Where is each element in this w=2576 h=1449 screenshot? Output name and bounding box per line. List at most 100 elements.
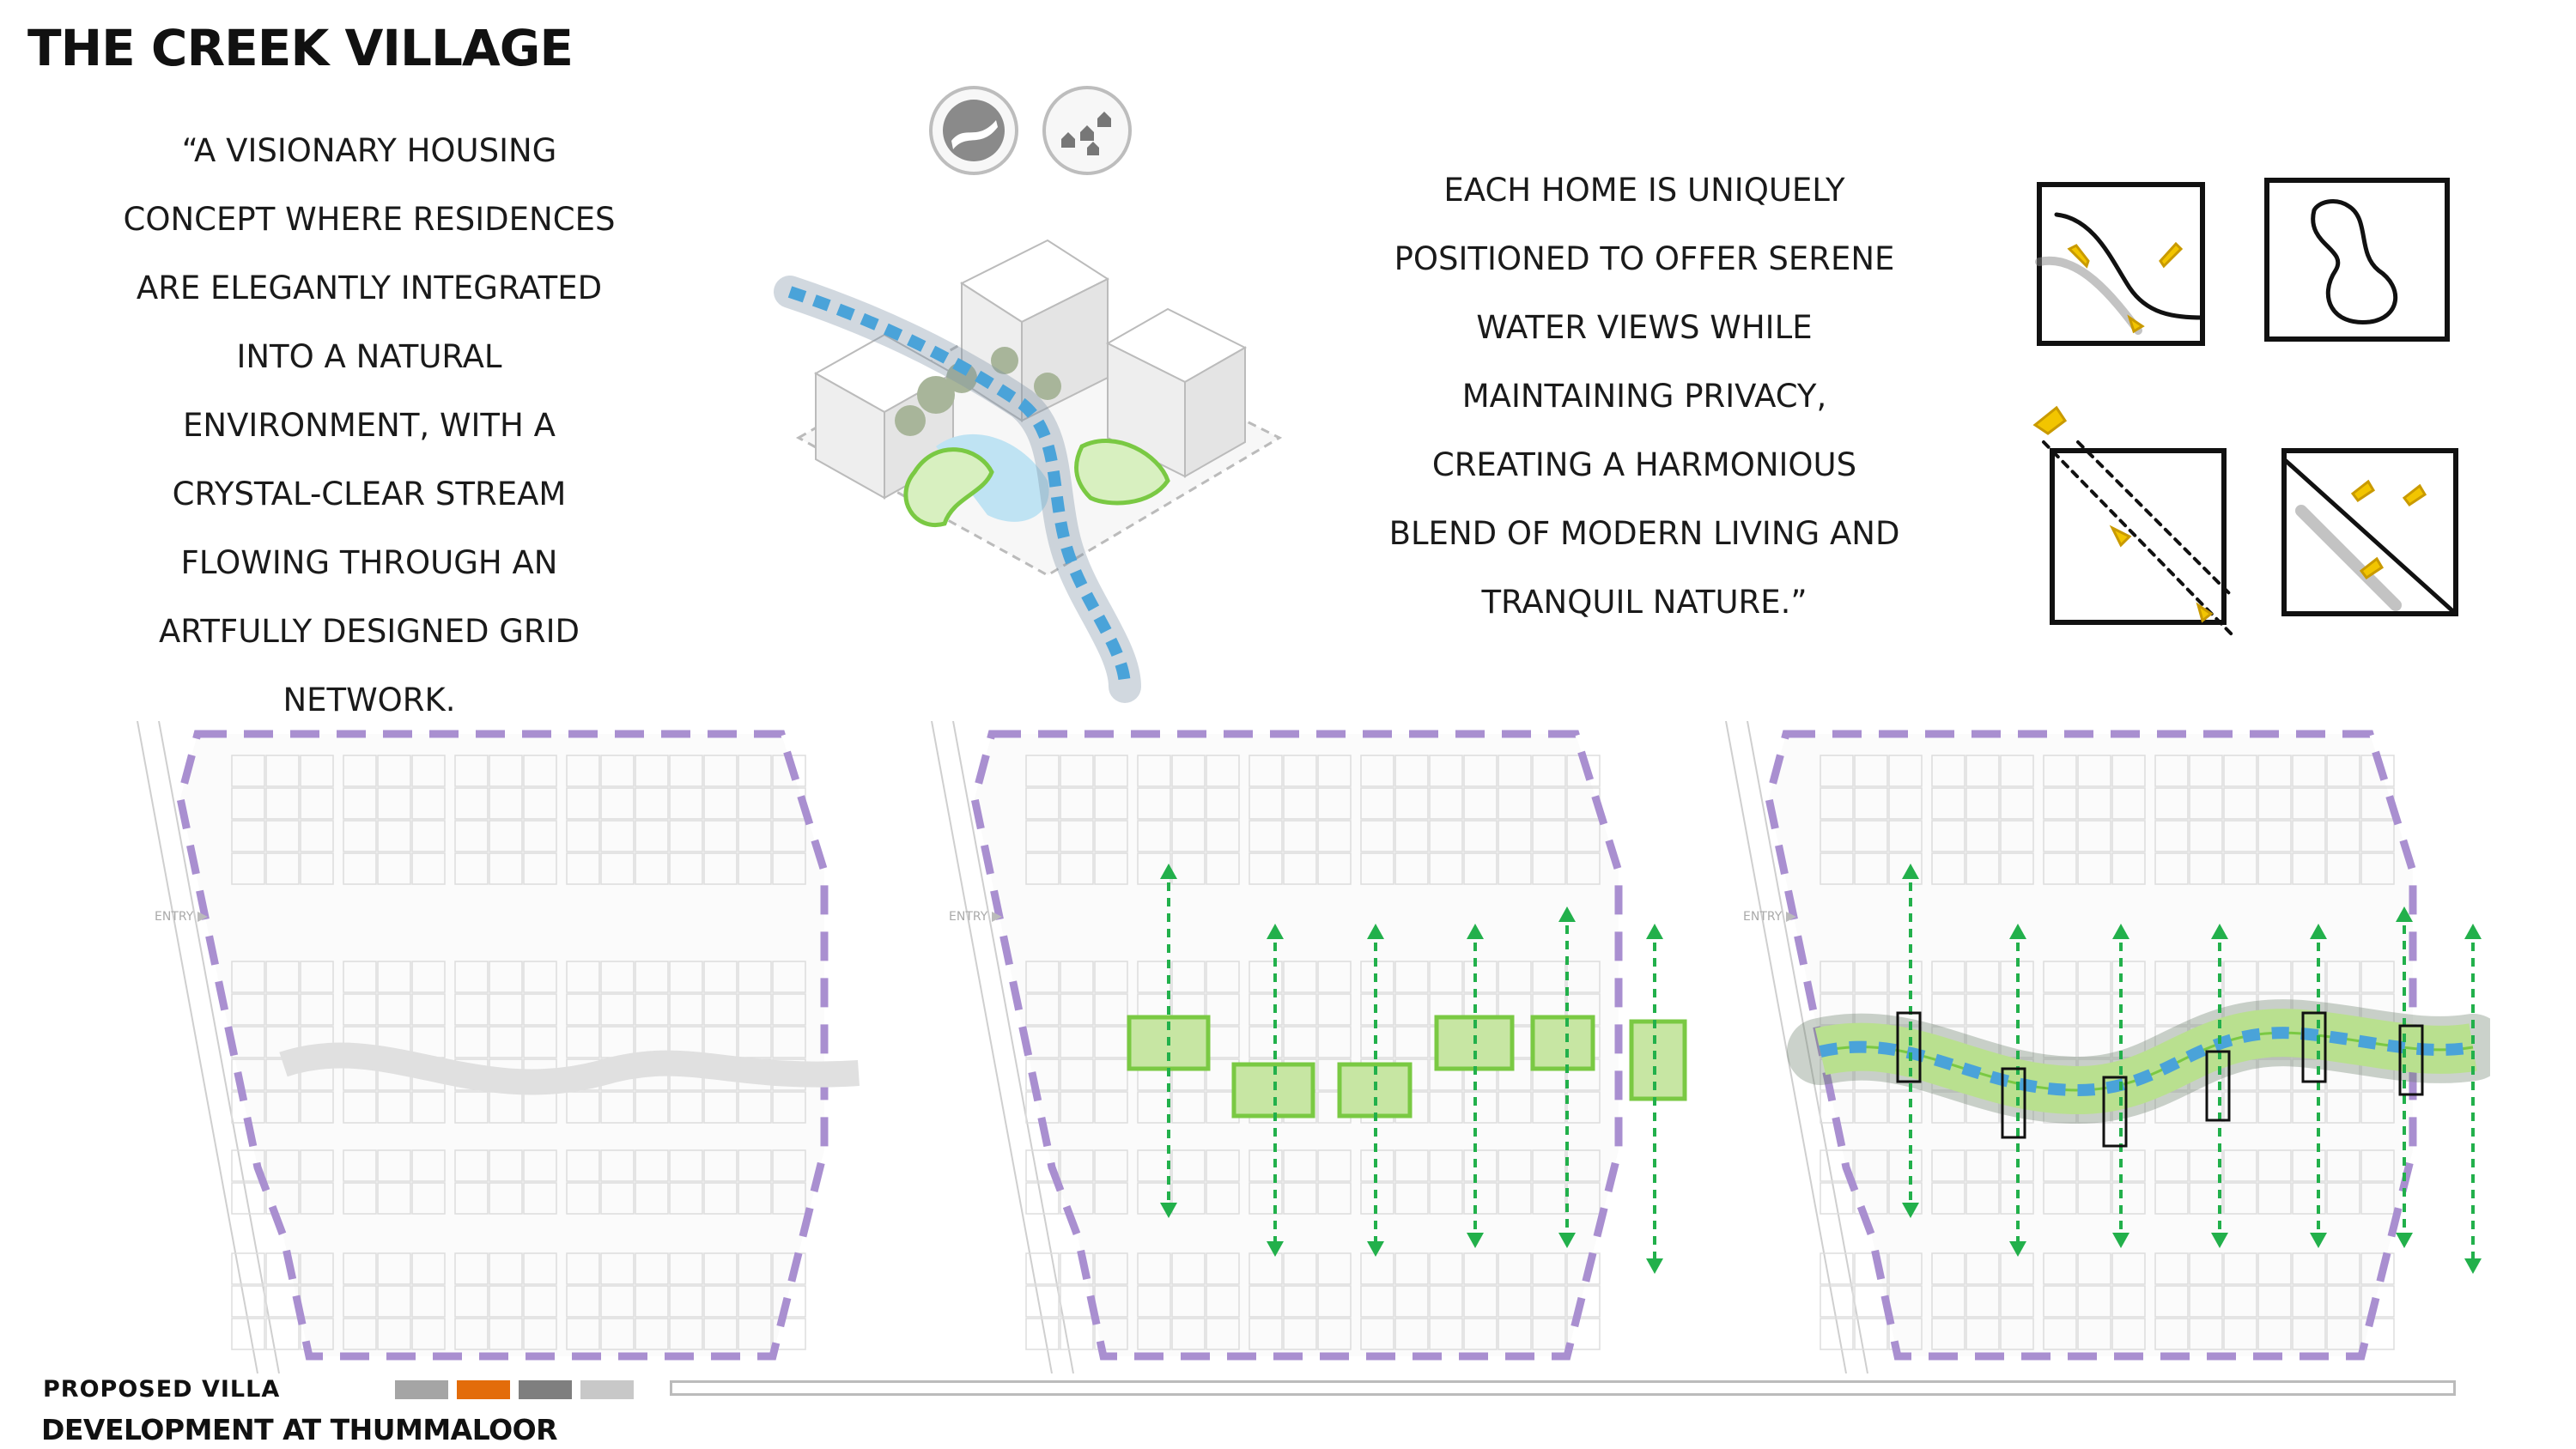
plot	[566, 1285, 600, 1318]
bridge	[2001, 1067, 2026, 1139]
arrow-head	[1467, 1233, 1484, 1248]
plot	[1025, 787, 1060, 820]
plot	[635, 1252, 669, 1285]
plot	[1965, 755, 2000, 787]
plot	[635, 787, 669, 820]
plot	[1025, 1252, 1060, 1285]
plot	[1498, 755, 1532, 787]
plot	[1171, 1091, 1206, 1124]
arrow-head	[1646, 1258, 1663, 1274]
plot	[523, 993, 557, 1026]
plot	[703, 1285, 738, 1318]
plot	[300, 1252, 334, 1285]
plot	[1283, 1252, 1317, 1285]
plot	[1820, 755, 1854, 787]
plot	[1532, 1285, 1566, 1318]
quote-line: MAINTAINING PRIVACY,	[1461, 378, 1827, 415]
plot	[343, 1252, 377, 1285]
plot	[265, 787, 300, 820]
legend-swatch	[519, 1380, 572, 1399]
plot	[2111, 820, 2146, 852]
plot	[669, 961, 703, 993]
plot	[2326, 1252, 2360, 1285]
plot	[1060, 852, 1094, 885]
plot	[600, 755, 635, 787]
plot	[1931, 787, 1965, 820]
plot	[669, 820, 703, 852]
arrow-head	[1267, 924, 1284, 939]
arrow-head	[2009, 924, 2026, 939]
plot	[772, 1149, 806, 1182]
plot	[265, 993, 300, 1026]
plot	[489, 1318, 523, 1350]
plot	[738, 993, 772, 1026]
plot	[566, 1149, 600, 1182]
plot	[1025, 1318, 1060, 1350]
plot	[1206, 1252, 1240, 1285]
plot	[300, 1149, 334, 1182]
plot	[1206, 1318, 1240, 1350]
plot	[1094, 852, 1128, 885]
plot	[1429, 787, 1463, 820]
plot	[343, 852, 377, 885]
plot	[1931, 820, 1965, 852]
plot	[1206, 787, 1240, 820]
arrow-head	[1558, 1233, 1576, 1248]
plot	[2043, 1149, 2077, 1182]
plot	[1283, 1149, 1317, 1182]
plot	[703, 1091, 738, 1124]
plot	[772, 1285, 806, 1318]
plot	[300, 1318, 334, 1350]
plot	[1025, 1182, 1060, 1215]
arrow-head	[1902, 1203, 1919, 1218]
plot	[300, 755, 334, 787]
plot	[2257, 820, 2292, 852]
plot	[1931, 961, 1965, 993]
plot	[411, 1285, 446, 1318]
plot	[454, 961, 489, 993]
quote-line: WATER VIEWS WHILE	[1476, 309, 1813, 346]
plot	[1498, 852, 1532, 885]
plot	[411, 1149, 446, 1182]
plot	[2189, 1318, 2223, 1350]
plot	[772, 1091, 806, 1124]
plot	[523, 1182, 557, 1215]
plot	[265, 755, 300, 787]
plot	[600, 1182, 635, 1215]
plot	[411, 961, 446, 993]
plot	[231, 1252, 265, 1285]
plot	[2257, 1149, 2292, 1182]
plot	[2154, 993, 2189, 1026]
plot	[703, 1318, 738, 1350]
plot	[377, 1252, 411, 1285]
plot	[1888, 1318, 1923, 1350]
arrow-head	[2464, 924, 2482, 939]
plot	[1283, 1026, 1317, 1058]
entry-label: ENTRY	[1743, 910, 1783, 924]
plot	[1060, 993, 1094, 1026]
plot	[1094, 1318, 1128, 1350]
quote-left: “A VISIONARY HOUSING CONCEPT WHERE RESID…	[107, 117, 631, 735]
plot	[2000, 1318, 2034, 1350]
quote-line: BLEND OF MODERN LIVING AND	[1388, 515, 1900, 552]
plot	[231, 820, 265, 852]
plot	[523, 1318, 557, 1350]
plot	[265, 820, 300, 852]
plot	[635, 755, 669, 787]
road-edge	[952, 721, 1074, 1373]
quote-line: EACH HOME IS UNIQUELY	[1443, 172, 1845, 209]
plot	[1463, 820, 1498, 852]
plot	[454, 820, 489, 852]
plot	[1820, 787, 1854, 820]
plot	[703, 820, 738, 852]
plot	[411, 787, 446, 820]
arrow-head	[1558, 906, 1576, 922]
plot	[1094, 1149, 1128, 1182]
plot	[1249, 993, 1283, 1026]
plot	[1532, 755, 1566, 787]
plot	[1566, 1252, 1601, 1285]
plot	[1394, 1318, 1429, 1350]
plot	[2077, 755, 2111, 787]
plot	[635, 1149, 669, 1182]
plot	[523, 1285, 557, 1318]
